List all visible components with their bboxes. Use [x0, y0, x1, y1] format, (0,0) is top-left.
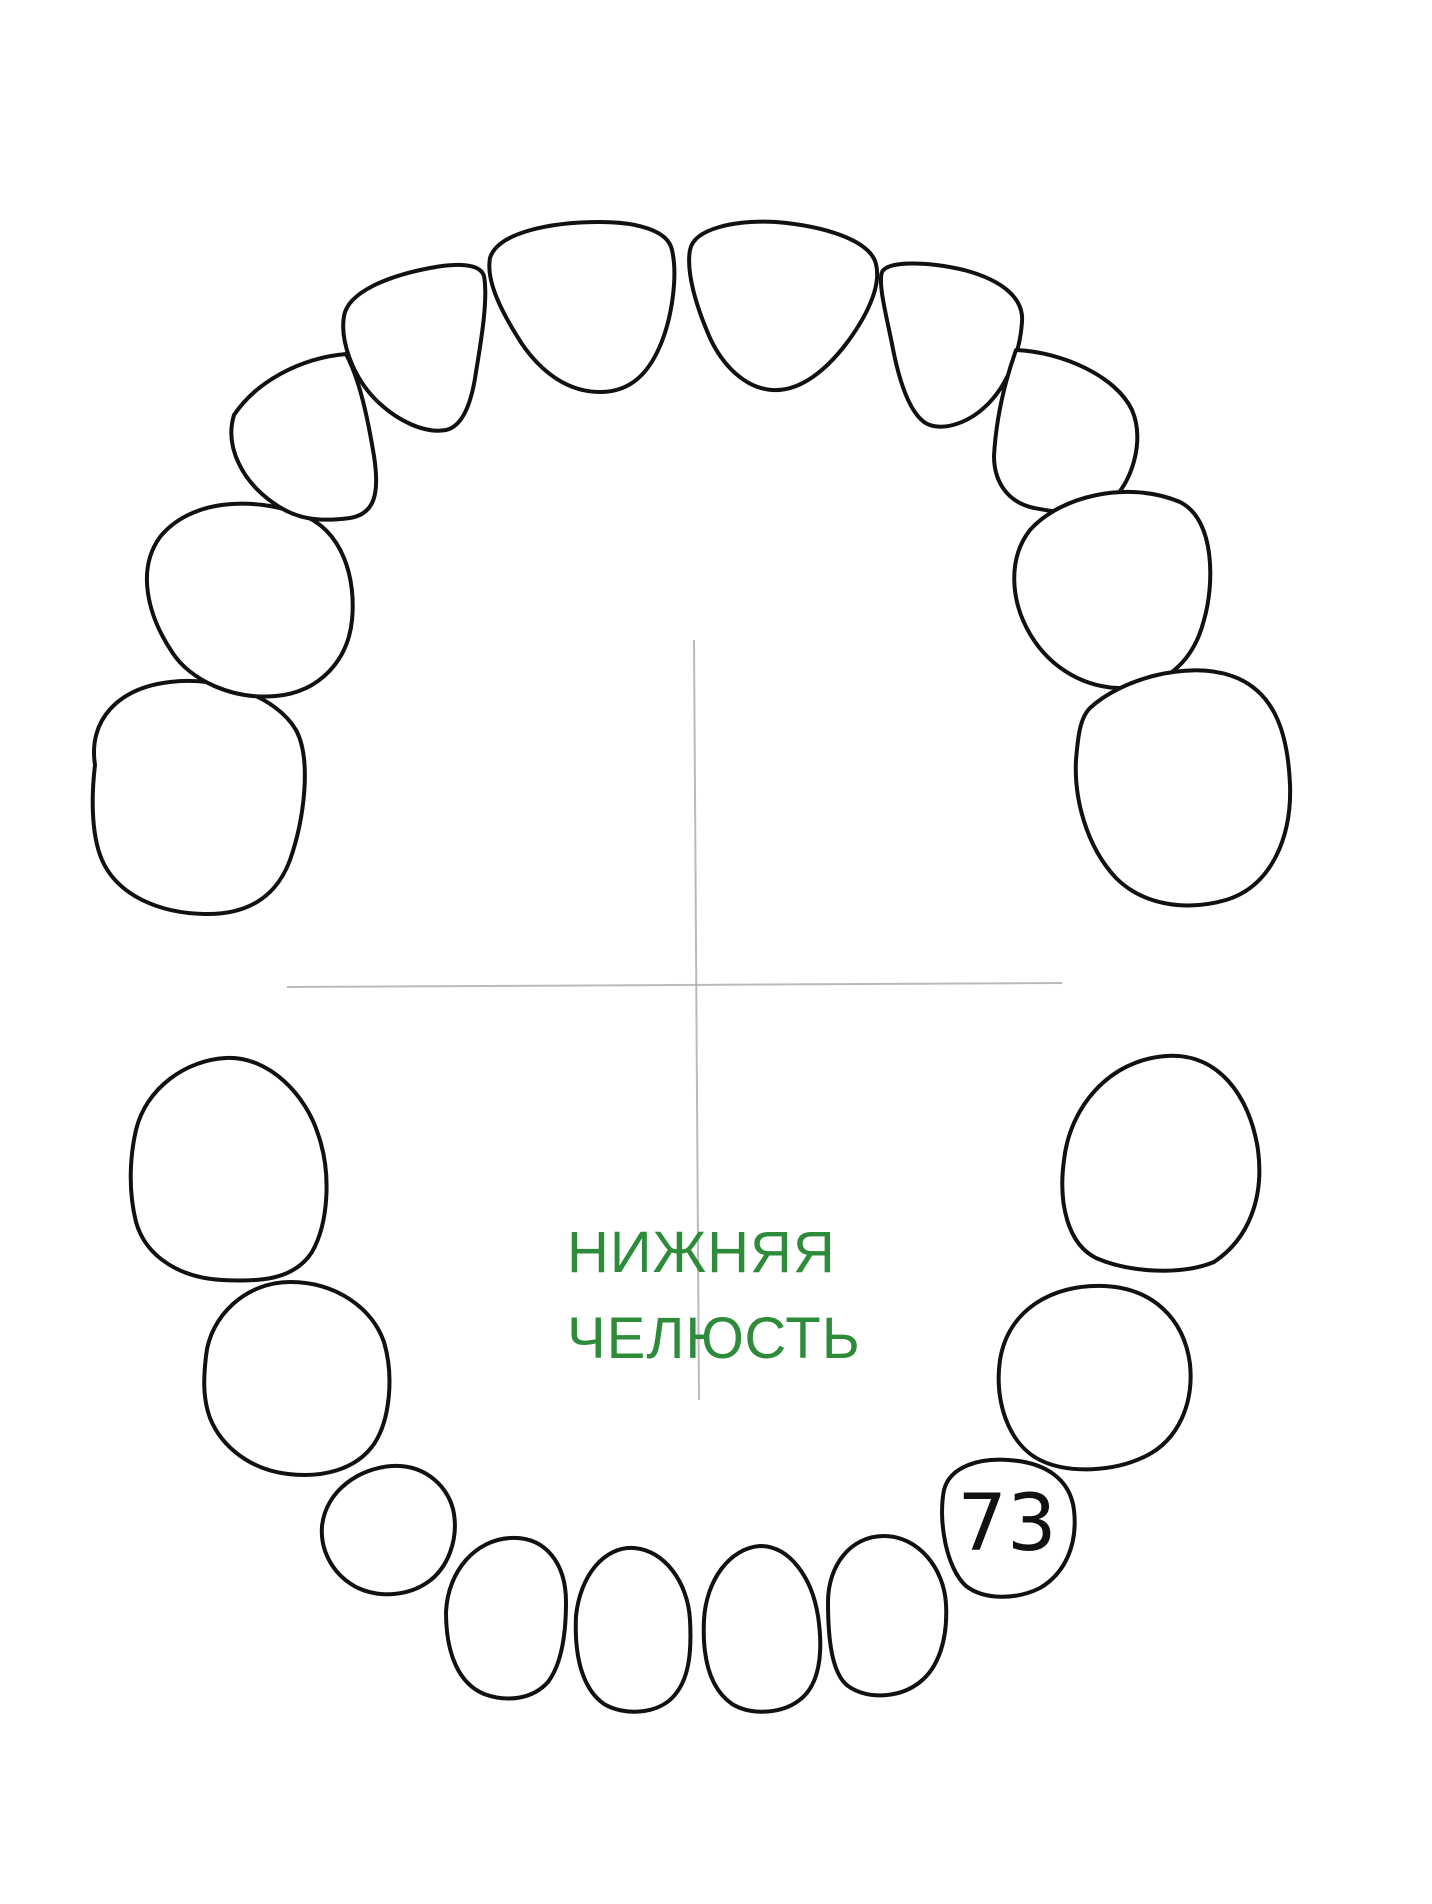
upper-right-second-molar[interactable]	[90, 679, 307, 917]
jaw-label-line1: НИЖНЯЯ	[567, 1220, 836, 1285]
upper-left-lateral-incisor[interactable]	[878, 261, 1025, 429]
upper-arch	[90, 219, 1293, 917]
upper-right-canine[interactable]	[229, 352, 379, 522]
upper-left-central-incisor[interactable]	[687, 219, 880, 393]
lower-left-first-molar[interactable]	[996, 1283, 1193, 1472]
lower-right-lateral-incisor[interactable]	[444, 1535, 568, 1701]
lower-arch: 73	[128, 1053, 1262, 1714]
upper-left-canine[interactable]	[992, 348, 1140, 515]
jaw-label-line2: ЧЕЛЮСТЬ	[567, 1306, 861, 1371]
vertical-midline	[693, 639, 700, 1401]
upper-right-first-molar[interactable]	[145, 501, 355, 699]
lower-right-second-molar[interactable]	[128, 1055, 329, 1283]
upper-left-second-molar[interactable]	[1073, 668, 1293, 908]
lower-left-central-incisor[interactable]	[701, 1544, 823, 1714]
lower-left-canine-73[interactable]	[940, 1457, 1077, 1599]
horizontal-midline	[286, 982, 1063, 988]
upper-left-first-molar[interactable]	[1012, 489, 1213, 691]
lower-left-lateral-incisor[interactable]	[826, 1534, 949, 1698]
lower-right-canine[interactable]	[319, 1463, 457, 1597]
upper-right-central-incisor[interactable]	[487, 220, 677, 394]
lower-left-second-molar[interactable]	[1060, 1053, 1262, 1273]
tooth-number-label: 73	[957, 1479, 1056, 1569]
upper-right-lateral-incisor[interactable]	[341, 262, 488, 433]
lower-right-central-incisor[interactable]	[573, 1545, 693, 1714]
lower-right-first-molar[interactable]	[202, 1280, 392, 1477]
